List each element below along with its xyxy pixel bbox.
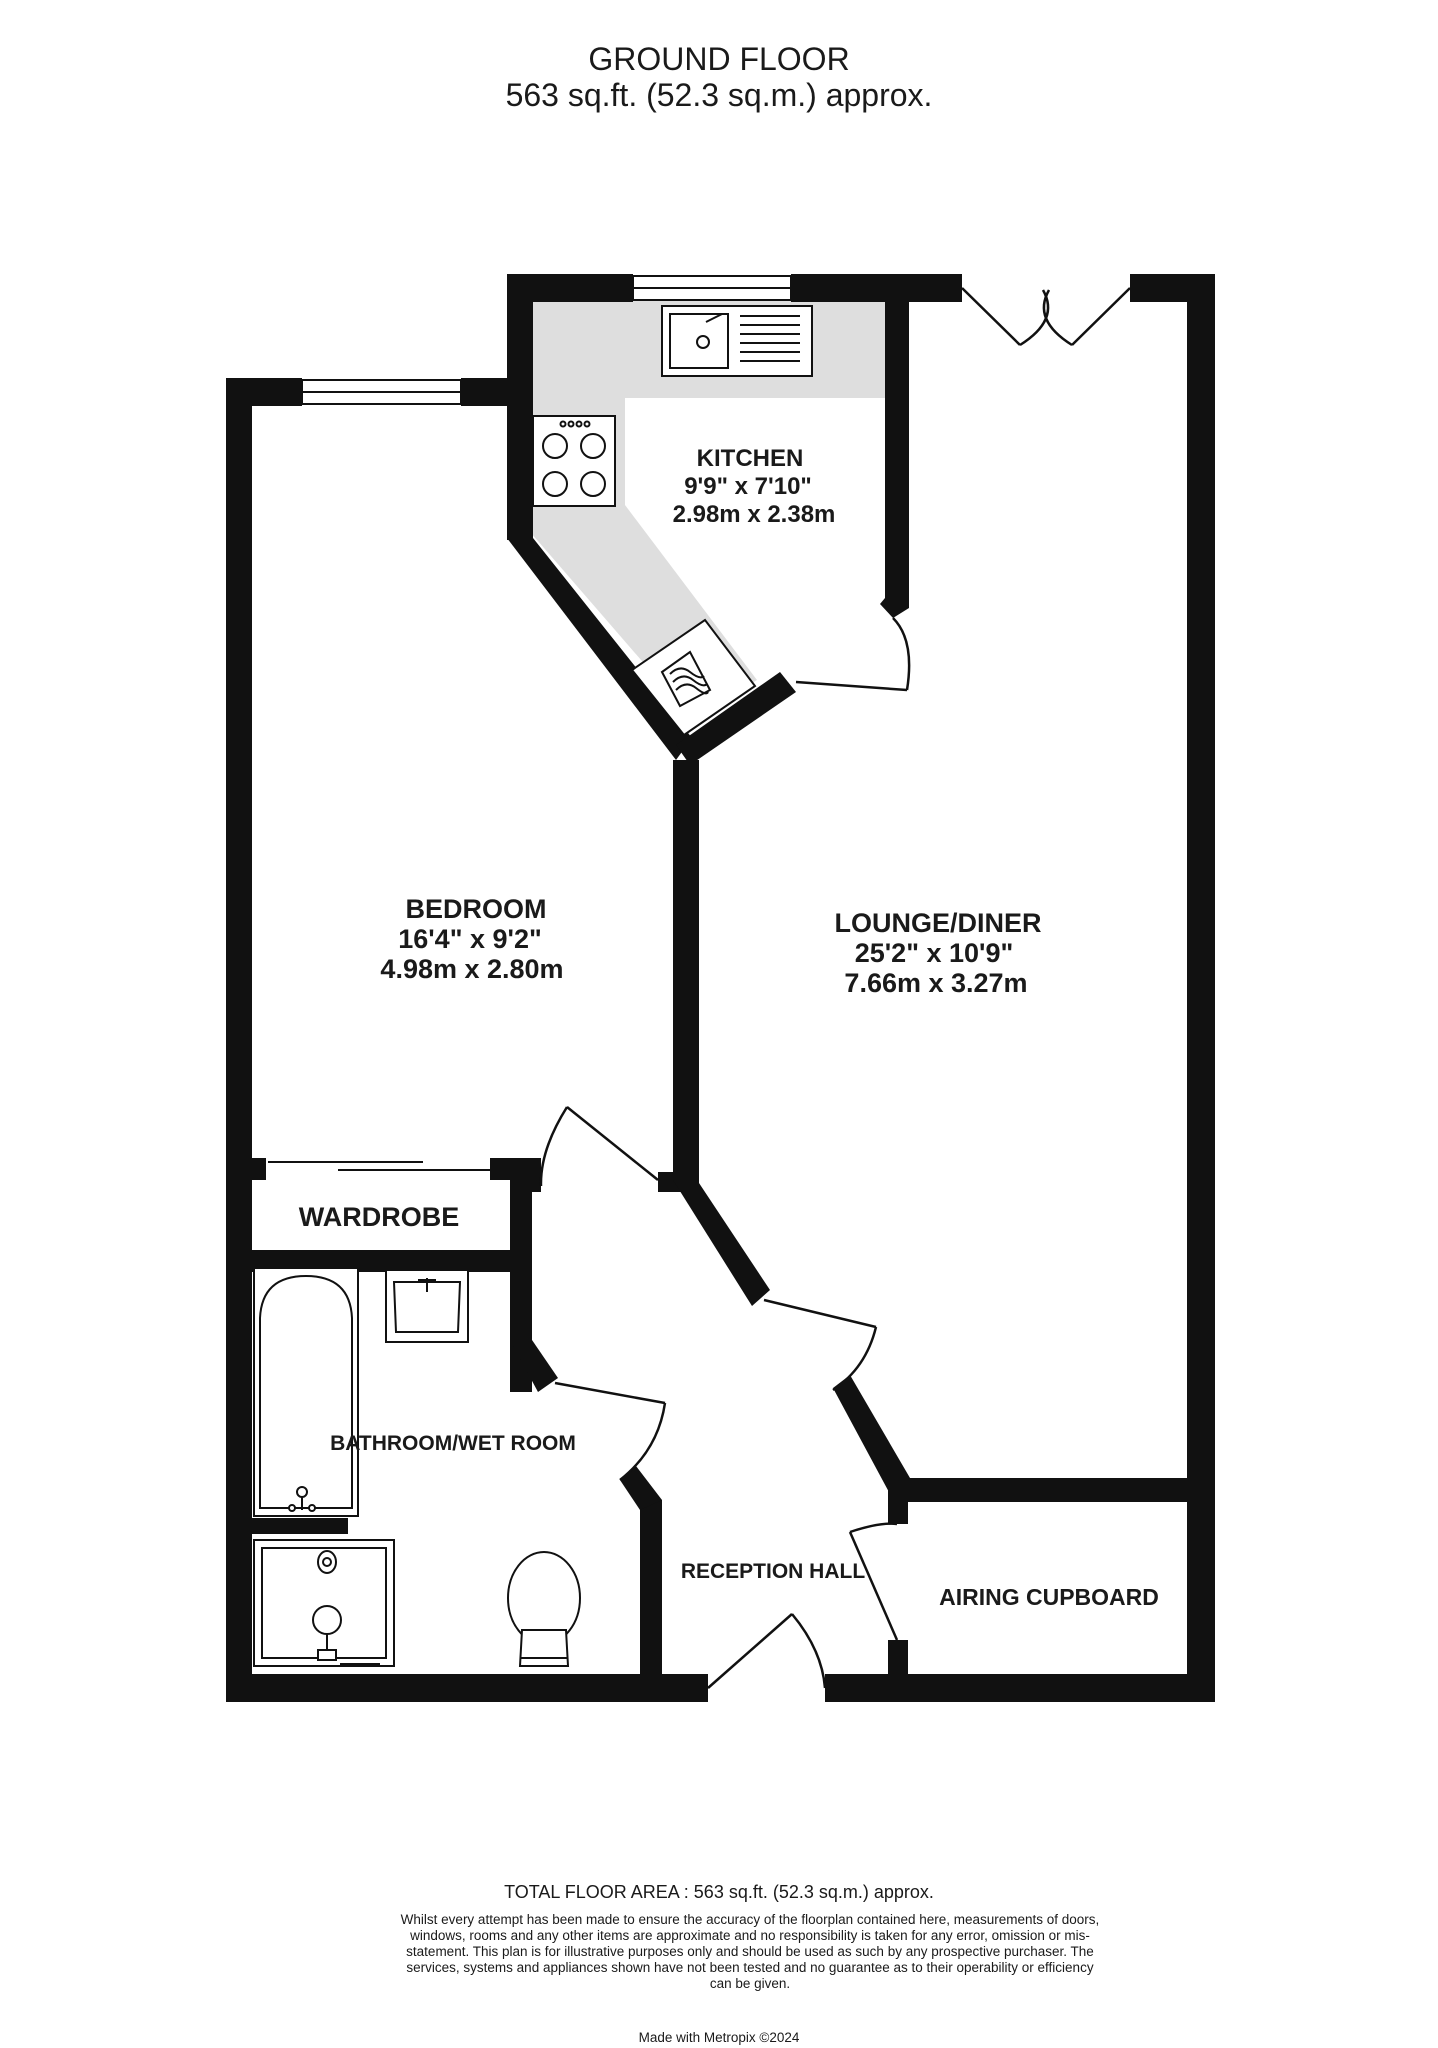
kitchen-label: KITCHEN	[697, 445, 804, 472]
floor-area: 563 sq.ft. (52.3 sq.m.) approx.	[505, 77, 933, 113]
lounge-imperial: 25'2" x 10'9"	[855, 938, 1014, 968]
hob-icon	[532, 415, 616, 507]
washing-machine-icon	[630, 618, 757, 737]
bath-icon	[253, 1267, 359, 1517]
bedroom-door	[539, 1106, 659, 1187]
kitchen-metric: 2.98m x 2.38m	[673, 501, 836, 528]
lounge-metric: 7.66m x 3.27m	[844, 968, 1027, 998]
kitchen-imperial: 9'9" x 7'10"	[684, 473, 812, 500]
airing-door	[848, 1522, 899, 1641]
walls	[226, 274, 1215, 1702]
disclaimer: Whilst every attempt has been made to en…	[400, 1912, 1100, 1991]
bathroom-label: BATHROOM/WET ROOM	[330, 1432, 576, 1455]
lounge-door	[763, 1298, 878, 1392]
lounge-label: LOUNGE/DINER	[834, 908, 1041, 938]
front-door	[707, 1613, 827, 1689]
airing-cupboard-label: AIRING CUPBOARD	[939, 1584, 1159, 1610]
floor-title: GROUND FLOOR	[588, 41, 850, 77]
french-doors-icon	[961, 287, 1131, 347]
toilet-icon	[507, 1551, 581, 1667]
total-floor-area: TOTAL FLOOR AREA : 563 sq.ft. (52.3 sq.m…	[504, 1882, 934, 1902]
shower-tray-icon	[253, 1539, 395, 1667]
credit: Made with Metropix ©2024	[638, 2030, 800, 2045]
hall-label: RECEPTION HALL	[681, 1560, 866, 1583]
window-icon	[301, 275, 792, 405]
kitchen-door	[795, 617, 911, 692]
bedroom-metric: 4.98m x 2.80m	[380, 954, 563, 984]
basin-icon	[385, 1269, 469, 1343]
kitchen-counter	[531, 300, 890, 720]
wardrobe-label: WARDROBE	[299, 1202, 460, 1232]
sink-icon	[661, 305, 813, 377]
bedroom-imperial: 16'4" x 9'2"	[398, 924, 542, 954]
bedroom-label: BEDROOM	[406, 894, 547, 924]
wardrobe-sliding-doors	[268, 1161, 490, 1171]
bathroom-door	[554, 1381, 667, 1481]
